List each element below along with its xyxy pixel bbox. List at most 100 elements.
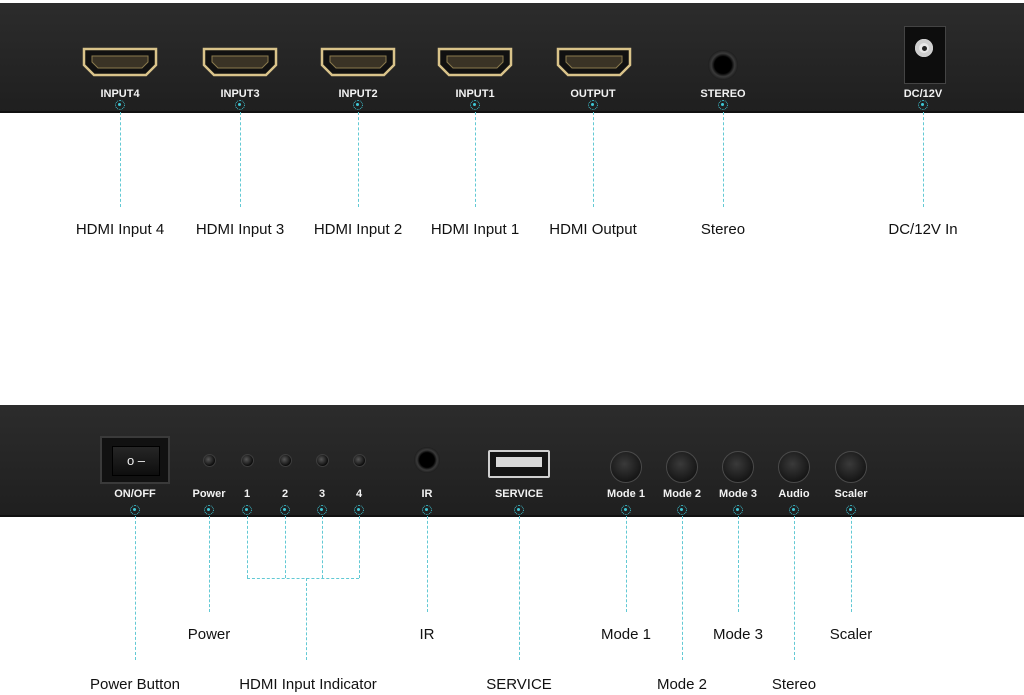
callout-scaler: Scaler [829, 626, 873, 643]
marker-dot [514, 505, 524, 515]
round-button-icon [666, 451, 698, 483]
callout-service: SERVICE [486, 676, 552, 693]
marker-dot [242, 505, 252, 515]
callout-dc12v-in: DC/12V In [888, 221, 958, 238]
usb-port-icon [488, 450, 550, 478]
leader-line [794, 516, 795, 660]
callout-power-button: Power Button [89, 676, 181, 693]
marker-dot [621, 505, 631, 515]
panel-label-2: 2 [281, 488, 289, 500]
marker-dot [718, 100, 728, 110]
leader-line [738, 516, 739, 612]
leader-line [135, 516, 136, 660]
led-icon [241, 454, 254, 467]
leader-line [120, 112, 121, 207]
callout-stereo-front: Stereo [771, 676, 817, 693]
panel-label-power: Power [192, 488, 226, 500]
panel-label-mode-3: Mode 3 [719, 488, 757, 500]
leader-line [851, 516, 852, 612]
hdmi-port-icon [202, 47, 278, 77]
callout-mode-2: Mode 2 [656, 676, 708, 693]
callout-power: Power [187, 626, 231, 643]
round-button-icon [722, 451, 754, 483]
marker-dot [733, 505, 743, 515]
hdmi-port-icon [556, 47, 632, 77]
led-icon [353, 454, 366, 467]
panel-label-output: OUTPUT [570, 88, 616, 100]
panel-label-ir: IR [421, 488, 433, 500]
panel-label-input2: INPUT2 [338, 88, 378, 100]
marker-dot [470, 100, 480, 110]
panel-label-3: 3 [318, 488, 326, 500]
round-button-icon [610, 451, 642, 483]
marker-dot [918, 100, 928, 110]
round-button-icon [835, 451, 867, 483]
panel-label-on-off: ON/OFF [114, 488, 156, 500]
callout-hdmi-input-indicator: HDMI Input Indicator [239, 676, 377, 693]
marker-dot [317, 505, 327, 515]
marker-dot [115, 100, 125, 110]
callout-mode-3: Mode 3 [712, 626, 764, 643]
marker-dot [846, 505, 856, 515]
callout-mode-1: Mode 1 [600, 626, 652, 643]
callout-hdmi-input-1: HDMI Input 1 [430, 221, 520, 238]
marker-dot [235, 100, 245, 110]
hdmi-port-icon [320, 47, 396, 77]
switch-symbols: o – [112, 446, 160, 476]
marker-dot [354, 505, 364, 515]
marker-dot [422, 505, 432, 515]
panel-label-mode-1: Mode 1 [607, 488, 645, 500]
leader-line [209, 516, 210, 612]
leader-line [519, 516, 520, 660]
leader-line [247, 516, 248, 578]
marker-dot [789, 505, 799, 515]
leader-line [682, 516, 683, 660]
hdmi-port-icon [437, 47, 513, 77]
panel-label-service: SERVICE [494, 488, 544, 500]
leader-line [358, 112, 359, 207]
leader-line [593, 112, 594, 207]
hdmi-port-icon [82, 47, 158, 77]
marker-dot [588, 100, 598, 110]
marker-dot [677, 505, 687, 515]
marker-dot [130, 505, 140, 515]
panel-label-audio: Audio [778, 488, 810, 500]
leader-bracket [247, 578, 359, 579]
leader-line [626, 516, 627, 612]
ir-sensor-icon [414, 447, 440, 473]
marker-dot [204, 505, 214, 515]
panel-label-mode-2: Mode 2 [663, 488, 701, 500]
panel-label-dc12v: DC/12V [903, 88, 943, 100]
leader-line [306, 578, 307, 660]
panel-label-1: 1 [243, 488, 251, 500]
panel-label-stereo: STEREO [700, 88, 746, 100]
leader-line [359, 516, 360, 578]
led-icon [203, 454, 216, 467]
leader-line [923, 112, 924, 207]
callout-ir: IR [419, 626, 435, 643]
callout-hdmi-input-4: HDMI Input 4 [75, 221, 165, 238]
marker-dot [353, 100, 363, 110]
leader-line [427, 516, 428, 612]
leader-line [240, 112, 241, 207]
led-icon [279, 454, 292, 467]
led-icon [316, 454, 329, 467]
callout-hdmi-input-3: HDMI Input 3 [195, 221, 285, 238]
panel-label-input1: INPUT1 [455, 88, 495, 100]
panel-label-4: 4 [355, 488, 363, 500]
leader-line [723, 112, 724, 207]
rocker-switch-icon: o – [100, 436, 170, 484]
callout-stereo: Stereo [700, 221, 746, 238]
callout-hdmi-input-2: HDMI Input 2 [313, 221, 403, 238]
panel-label-input4: INPUT4 [100, 88, 140, 100]
panel-label-scaler: Scaler [834, 488, 868, 500]
leader-line [322, 516, 323, 578]
leader-line [475, 112, 476, 207]
callout-hdmi-output: HDMI Output [549, 221, 637, 238]
round-button-icon [778, 451, 810, 483]
leader-line [285, 516, 286, 578]
dc-jack-icon [904, 26, 946, 84]
audio-jack-icon [708, 50, 738, 80]
panel-label-input3: INPUT3 [220, 88, 260, 100]
marker-dot [280, 505, 290, 515]
